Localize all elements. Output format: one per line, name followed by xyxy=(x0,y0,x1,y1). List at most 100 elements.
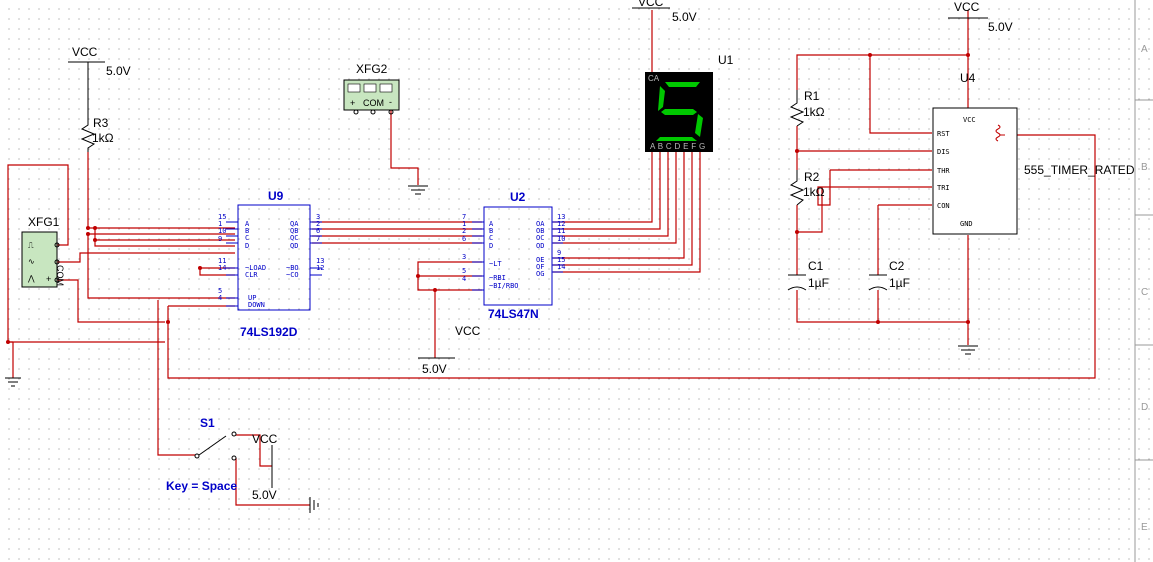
xfg2-plus-label: + xyxy=(350,98,355,108)
u9-pin-num: 15 xyxy=(218,213,226,221)
switch-s1[interactable]: S1 Key = Space xyxy=(166,416,237,493)
xfg1-com-label: COM xyxy=(55,265,65,286)
seven-segment-display-u1[interactable]: U1 CA A B C D E F G 5 xyxy=(0,0,734,152)
vcc-label-r3: VCC xyxy=(72,45,98,59)
u9-pin-num: 9 xyxy=(218,235,222,243)
capacitor-c1[interactable]: C1 1µF xyxy=(787,259,829,291)
ground-symbol-u4[interactable] xyxy=(958,345,978,355)
vcc-u2[interactable]: VCC 5.0V xyxy=(418,324,481,376)
c1-value: 1µF xyxy=(808,276,829,290)
segment-f xyxy=(658,86,665,111)
segment-d xyxy=(656,137,697,141)
ic-u2[interactable]: U2 74LS47N 7 A 1 B 2 C 6 D 3 ~LT 5 ~RBI … xyxy=(462,190,565,321)
vcc-label-s1: VCC xyxy=(252,432,278,446)
u2-pin-num: 10 xyxy=(557,235,565,243)
output-coil-icon xyxy=(995,124,1001,142)
ic-u9[interactable]: U9 74LS192D 15 A 1 B 10 C 9 D 11 ~LOAD 1… xyxy=(218,189,324,339)
u2-pin-name: OE xyxy=(536,256,544,264)
u2-pin-name: OG xyxy=(536,270,544,278)
resistor-r2[interactable]: R2 1kΩ xyxy=(789,170,825,206)
vcc-label-u1: VCC xyxy=(638,0,664,9)
ground-symbol-xfg1[interactable] xyxy=(5,377,21,387)
u9-pin-num: 5 xyxy=(218,287,222,295)
u2-pin-name: ~BI/RBO xyxy=(489,282,519,290)
u4-pin-rst: RST xyxy=(937,130,950,138)
u9-pin-name: ~CO xyxy=(286,271,299,279)
vcc-r3[interactable]: VCC 5.0V xyxy=(68,45,131,110)
xfg1-plus-label: + xyxy=(46,274,51,284)
border-letter-c: C xyxy=(1141,287,1148,298)
function-generator-xfg2[interactable]: XFG2 + COM - xyxy=(343,62,400,115)
u2-pin-num: 14 xyxy=(557,263,565,271)
u9-pin-name: B xyxy=(245,227,249,235)
segment-g xyxy=(661,109,697,115)
u2-pin-name: OA xyxy=(536,220,545,228)
u9-pin-name: A xyxy=(245,220,250,228)
u2-pin-name: D xyxy=(489,242,493,250)
triangle-wave-icon: ⋀ xyxy=(27,274,35,283)
xfg1-label: XFG1 xyxy=(28,215,60,229)
segment-a xyxy=(665,82,700,87)
ground-symbol-s1[interactable] xyxy=(309,497,319,513)
sine-wave-icon: ∿ xyxy=(28,257,35,266)
u2-pin-num: 13 xyxy=(557,213,565,221)
capacitor-c2[interactable]: C2 1µF xyxy=(868,259,910,291)
u2-pin-num: 12 xyxy=(557,220,565,228)
u2-pin-name: C xyxy=(489,234,493,242)
vcc-u4[interactable]: VCC 5.0V xyxy=(948,0,1013,34)
c1-ref: C1 xyxy=(808,259,824,273)
u9-pin-name: ~BO xyxy=(286,264,299,272)
u4-pin-vcc: VCC xyxy=(963,116,976,124)
r2-ref: R2 xyxy=(804,170,820,184)
u9-pin-name: QA xyxy=(290,220,299,228)
vcc-s1[interactable]: VCC 5.0V xyxy=(252,432,278,502)
voltage-label-u4: 5.0V xyxy=(988,20,1013,34)
u9-pin-name: C xyxy=(245,234,249,242)
u2-pin-name: A xyxy=(489,220,494,228)
u9-pin-num: 6 xyxy=(316,227,320,235)
u4-pin-con: CON xyxy=(937,202,950,210)
voltage-label-u2: 5.0V xyxy=(422,362,447,376)
u9-pin-name: CLR xyxy=(245,271,258,279)
border-letter-d: D xyxy=(1141,402,1148,413)
r1-ref: R1 xyxy=(804,89,820,103)
u9-part: 74LS192D xyxy=(240,325,298,339)
r2-value: 1kΩ xyxy=(803,185,825,199)
u9-pin-name: DOWN xyxy=(248,301,265,309)
u2-pin-num: 6 xyxy=(462,235,466,243)
ic-u4-555-timer[interactable]: U4 VCC RST DIS THR TRI CON GND 555_TIMER… xyxy=(932,71,1135,235)
u2-pin-name: OC xyxy=(536,234,544,242)
u9-pin-num: 2 xyxy=(316,220,320,228)
u9-pin-name: UP xyxy=(248,294,256,302)
ground-symbol-xfg2[interactable] xyxy=(408,185,428,195)
vcc-label-u2: VCC xyxy=(455,324,481,338)
u2-pin-name: OD xyxy=(536,242,544,250)
junctions xyxy=(6,53,970,344)
u2-ref: U2 xyxy=(510,190,526,204)
resistor-r1[interactable]: R1 1kΩ xyxy=(789,89,825,127)
s1-key-label: Key = Space xyxy=(166,479,237,493)
r3-value: 1kΩ xyxy=(92,131,114,145)
u1-ref: U1 xyxy=(718,53,734,67)
voltage-label-u1: 5.0V xyxy=(672,10,697,24)
u2-pin-num: 7 xyxy=(462,213,466,221)
u2-pin-name: ~LT xyxy=(489,260,502,268)
border-letter-e: E xyxy=(1141,522,1148,533)
resistor-r3[interactable]: R3 1kΩ xyxy=(80,110,114,152)
u9-pin-name: ~LOAD xyxy=(245,264,266,272)
function-generator-xfg1[interactable]: XFG1 COM ⎍ ∿ ⋀ + xyxy=(21,215,65,288)
u9-pin-num: 10 xyxy=(218,227,226,235)
vcc-u1[interactable]: VCC 5.0V xyxy=(632,0,697,24)
u2-pin-name: OB xyxy=(536,227,544,235)
voltage-label-r3: 5.0V xyxy=(106,64,131,78)
u9-pin-num: 11 xyxy=(218,257,226,265)
u2-pin-num: 11 xyxy=(557,227,565,235)
u9-pin-num: 7 xyxy=(316,235,320,243)
r3-ref: R3 xyxy=(93,116,109,130)
u2-pin-num: 2 xyxy=(462,227,466,235)
square-wave-icon: ⎍ xyxy=(28,241,34,250)
u9-pin-name: QB xyxy=(290,227,298,235)
xfg2-minus-label: - xyxy=(389,97,392,107)
c2-value: 1µF xyxy=(889,276,910,290)
